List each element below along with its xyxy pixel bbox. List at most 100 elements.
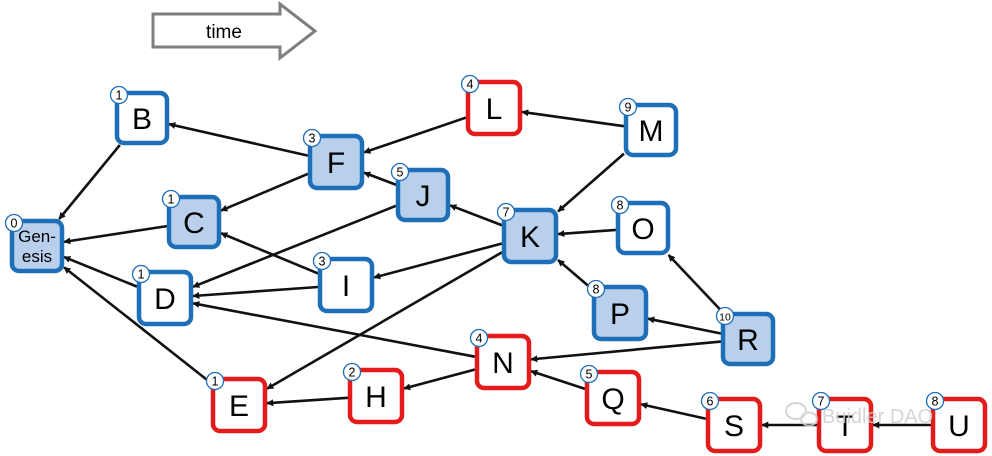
block-box [136, 269, 194, 327]
block-label: H [365, 381, 387, 414]
block-node-m[interactable]: M9 [618, 97, 679, 158]
block-node-n[interactable]: N4 [469, 328, 532, 391]
block-node-i[interactable]: I3 [312, 251, 375, 314]
block-node-r[interactable]: R 10 [715, 306, 776, 367]
badge-circle [811, 391, 831, 411]
edges-layer [58, 109, 931, 429]
edge-i-to-c [220, 231, 319, 275]
block-label: R [737, 324, 759, 357]
time-arrow: time [151, 0, 318, 62]
block-node-l[interactable]: L4 [460, 74, 523, 137]
wechat-icon [785, 402, 818, 427]
block-node-h[interactable]: H2 [342, 362, 405, 425]
badge-number: 10 [719, 312, 731, 324]
block-box [930, 396, 988, 454]
edge-d-to-genesis [63, 255, 138, 288]
edge-k-to-j [449, 204, 503, 227]
badge-number: 8 [617, 199, 624, 213]
block-box [816, 396, 874, 454]
block-box [591, 284, 649, 342]
edge-n-to-d [192, 301, 476, 358]
block-node-p[interactable]: P8 [586, 279, 649, 342]
block-label: S [724, 410, 744, 443]
edge-c-to-genesis [63, 224, 168, 245]
block-node-b[interactable]: B1 [109, 85, 170, 146]
edge-r-to-o [667, 254, 724, 313]
edge-m-to-k [557, 152, 625, 213]
block-box [347, 367, 405, 425]
block-node-t[interactable]: T7 [811, 391, 874, 454]
block-box [307, 133, 365, 191]
block-box [584, 369, 642, 427]
block-label: I [342, 270, 350, 303]
block-label: P [610, 298, 630, 331]
block-label: K [520, 221, 540, 254]
badge-number: 6 [707, 395, 714, 409]
block-box [210, 376, 268, 434]
badge-circle [610, 195, 630, 215]
block-node-k[interactable]: K7 [496, 202, 559, 265]
badge-number: 4 [467, 78, 474, 92]
block-box [615, 200, 671, 256]
edge-o-to-k [557, 228, 617, 238]
badge-circle [618, 97, 638, 117]
block-node-u[interactable]: U8 [925, 391, 988, 454]
badge-number: 1 [116, 89, 123, 103]
badge-circle [586, 279, 606, 299]
edge-h-to-e [266, 396, 349, 407]
block-label: M [639, 115, 664, 148]
badge-number: 9 [625, 101, 632, 115]
block-node-d[interactable]: D1 [131, 264, 194, 327]
edge-k-to-i [373, 242, 503, 280]
block-label: C [183, 207, 205, 240]
badge-number: 1 [212, 375, 219, 389]
edge-p-to-k [557, 258, 593, 291]
badge-circle [496, 202, 516, 222]
block-box [465, 79, 523, 137]
badge-circle [109, 85, 129, 105]
block-label: esis [22, 247, 52, 266]
badge-circle [205, 371, 225, 391]
block-node-f[interactable]: F3 [302, 128, 365, 191]
block-node-o[interactable]: O8 [610, 195, 671, 256]
edge-m-to-l [521, 109, 625, 128]
badge-number: 1 [138, 268, 145, 282]
badge-number: 7 [503, 206, 510, 220]
block-label: O [631, 213, 654, 246]
badge-circle [390, 162, 410, 182]
watermark-text: Buidler DAO [822, 406, 933, 428]
block-box [166, 194, 222, 250]
edge-l-to-f [363, 116, 467, 154]
edge-r-to-p [647, 316, 722, 335]
block-box [114, 90, 170, 146]
badge-circle [312, 251, 332, 271]
block-node-s[interactable]: S6 [700, 391, 763, 454]
badge-circle [302, 128, 322, 148]
time-arrow-label: time [206, 22, 242, 43]
block-label: Gen- [18, 227, 56, 246]
edge-q-to-n [530, 369, 586, 391]
watermark: Buidler DAO [785, 402, 933, 428]
block-box [705, 396, 763, 454]
block-node-c[interactable]: C1 [161, 189, 222, 250]
block-box [720, 311, 776, 367]
block-label: Q [601, 383, 624, 416]
badge-circle [715, 306, 735, 326]
badge-number: 7 [818, 395, 825, 409]
block-label: N [492, 347, 514, 380]
badge-number: 8 [932, 395, 939, 409]
badge-number: 3 [319, 255, 326, 269]
badge-number: 3 [309, 132, 316, 146]
badge-circle [131, 264, 151, 284]
badge-circle [579, 364, 599, 384]
block-node-j[interactable]: J5 [390, 162, 451, 223]
edge-r-to-n [530, 340, 722, 363]
badge-circle [925, 391, 945, 411]
block-node-q[interactable]: Q5 [579, 364, 642, 427]
badge-circle [460, 74, 480, 94]
block-box [501, 207, 559, 265]
badge-circle [700, 391, 720, 411]
block-node-e[interactable]: E1 [205, 371, 268, 434]
